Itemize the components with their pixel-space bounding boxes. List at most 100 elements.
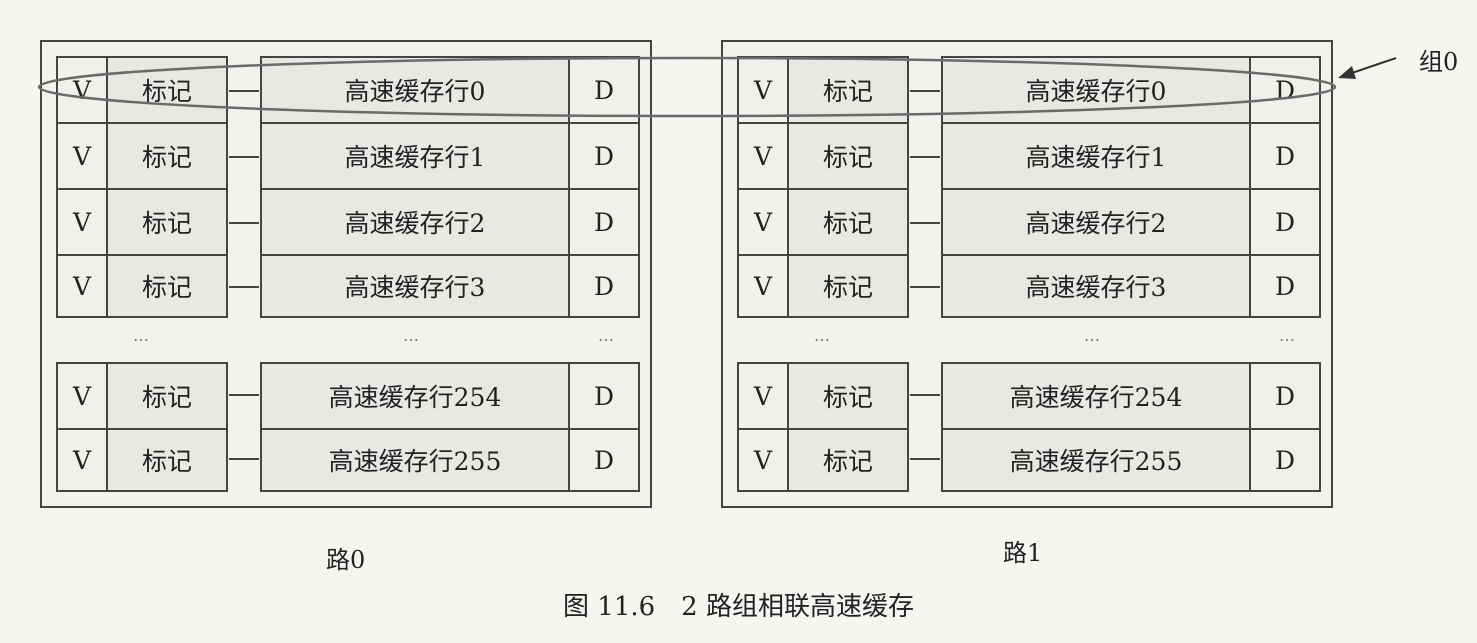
cache-line-row: 高速缓存行2 D [262, 190, 638, 254]
connector [229, 222, 259, 224]
cache-line: 高速缓存行3 [262, 256, 570, 316]
connector [910, 156, 940, 158]
tag-block-top: V 标记 V 标记 V 标记 V 标记 [737, 56, 909, 318]
tag-cell: 标记 [108, 190, 226, 254]
cache-line: 高速缓存行255 [262, 430, 570, 490]
way-1-label: 路1 [1003, 539, 1043, 567]
tag-block-bottom: V 标记 V 标记 [737, 362, 909, 492]
valid-bit: V [58, 256, 108, 316]
tag-row: V 标记 [58, 190, 226, 254]
cache-line: 高速缓存行0 [262, 58, 570, 122]
connector [229, 394, 259, 396]
valid-bit: V [739, 58, 789, 122]
dirty-bit: D [570, 256, 638, 316]
tag-row: V 标记 [739, 430, 907, 490]
tag-row: V 标记 [58, 364, 226, 428]
cache-line: 高速缓存行3 [943, 256, 1251, 316]
cache-line: 高速缓存行2 [262, 190, 570, 254]
cache-line-row: 高速缓存行3 D [943, 256, 1319, 316]
dirty-bit: D [570, 364, 638, 428]
cache-line-row: 高速缓存行255 D [943, 430, 1319, 490]
connector [229, 458, 259, 460]
cache-line-row: 高速缓存行3 D [262, 256, 638, 316]
tag-cell: 标记 [789, 364, 907, 428]
tag-block-top: V 标记 V 标记 V 标记 V 标记 [56, 56, 228, 318]
cache-line-row: 高速缓存行255 D [262, 430, 638, 490]
cache-line: 高速缓存行2 [943, 190, 1251, 254]
ellipsis: … [403, 326, 419, 345]
cache-line-row: 高速缓存行1 D [262, 124, 638, 188]
dirty-bit: D [570, 190, 638, 254]
valid-bit: V [739, 190, 789, 254]
connector [910, 458, 940, 460]
tag-row: V 标记 [739, 58, 907, 122]
cache-line-row: 高速缓存行2 D [943, 190, 1319, 254]
ellipsis: … [598, 326, 614, 345]
dirty-bit: D [1251, 256, 1319, 316]
group-0-arrow-line [1345, 57, 1397, 76]
tag-cell: 标记 [108, 430, 226, 490]
dirty-bit: D [570, 430, 638, 490]
cache-line: 高速缓存行255 [943, 430, 1251, 490]
tag-cell: 标记 [108, 364, 226, 428]
way-1-box: V 标记 V 标记 V 标记 V 标记 高速缓存行0 D 高速缓存行1 D [721, 40, 1333, 508]
tag-row: V 标记 [739, 190, 907, 254]
ellipsis: … [1084, 326, 1100, 345]
tag-cell: 标记 [108, 58, 226, 122]
valid-bit: V [739, 256, 789, 316]
line-block-top: 高速缓存行0 D 高速缓存行1 D 高速缓存行2 D 高速缓存行3 D [941, 56, 1321, 318]
connector [910, 394, 940, 396]
tag-row: V 标记 [739, 256, 907, 316]
tag-row: V 标记 [739, 124, 907, 188]
cache-line: 高速缓存行254 [943, 364, 1251, 428]
tag-cell: 标记 [789, 256, 907, 316]
tag-row: V 标记 [58, 124, 226, 188]
valid-bit: V [739, 124, 789, 188]
connector [910, 90, 940, 92]
valid-bit: V [58, 124, 108, 188]
ellipsis: … [133, 326, 149, 345]
dirty-bit: D [1251, 190, 1319, 254]
valid-bit: V [58, 430, 108, 490]
connector [910, 286, 940, 288]
tag-row: V 标记 [58, 430, 226, 490]
tag-block-bottom: V 标记 V 标记 [56, 362, 228, 492]
tag-cell: 标记 [108, 256, 226, 316]
cache-line-row: 高速缓存行254 D [262, 364, 638, 428]
dirty-bit: D [1251, 124, 1319, 188]
cache-line: 高速缓存行1 [943, 124, 1251, 188]
dirty-bit: D [1251, 364, 1319, 428]
cache-line-row: 高速缓存行0 D [943, 58, 1319, 122]
line-block-bottom: 高速缓存行254 D 高速缓存行255 D [260, 362, 640, 492]
cache-line-row: 高速缓存行0 D [262, 58, 638, 122]
valid-bit: V [739, 430, 789, 490]
ellipsis: … [814, 326, 830, 345]
dirty-bit: D [570, 58, 638, 122]
valid-bit: V [58, 190, 108, 254]
dirty-bit: D [1251, 430, 1319, 490]
group-0-label: 组0 [1419, 48, 1459, 76]
way-0-label: 路0 [326, 546, 366, 574]
ellipsis: … [1279, 326, 1295, 345]
group-0-arrow-head [1338, 66, 1356, 79]
tag-row: V 标记 [58, 58, 226, 122]
line-block-bottom: 高速缓存行254 D 高速缓存行255 D [941, 362, 1321, 492]
tag-cell: 标记 [789, 124, 907, 188]
way-0-box: V 标记 V 标记 V 标记 V 标记 高速缓存行0 D 高速缓存行1 D [40, 40, 652, 508]
valid-bit: V [58, 364, 108, 428]
connector [910, 222, 940, 224]
connector [229, 286, 259, 288]
tag-row: V 标记 [58, 256, 226, 316]
cache-line: 高速缓存行0 [943, 58, 1251, 122]
figure-caption: 图 11.6 2 路组相联高速缓存 [563, 592, 914, 622]
cache-line: 高速缓存行254 [262, 364, 570, 428]
tag-row: V 标记 [739, 364, 907, 428]
tag-cell: 标记 [789, 430, 907, 490]
connector [229, 156, 259, 158]
tag-cell: 标记 [789, 190, 907, 254]
tag-cell: 标记 [108, 124, 226, 188]
line-block-top: 高速缓存行0 D 高速缓存行1 D 高速缓存行2 D 高速缓存行3 D [260, 56, 640, 318]
tag-cell: 标记 [789, 58, 907, 122]
cache-line-row: 高速缓存行1 D [943, 124, 1319, 188]
dirty-bit: D [1251, 58, 1319, 122]
